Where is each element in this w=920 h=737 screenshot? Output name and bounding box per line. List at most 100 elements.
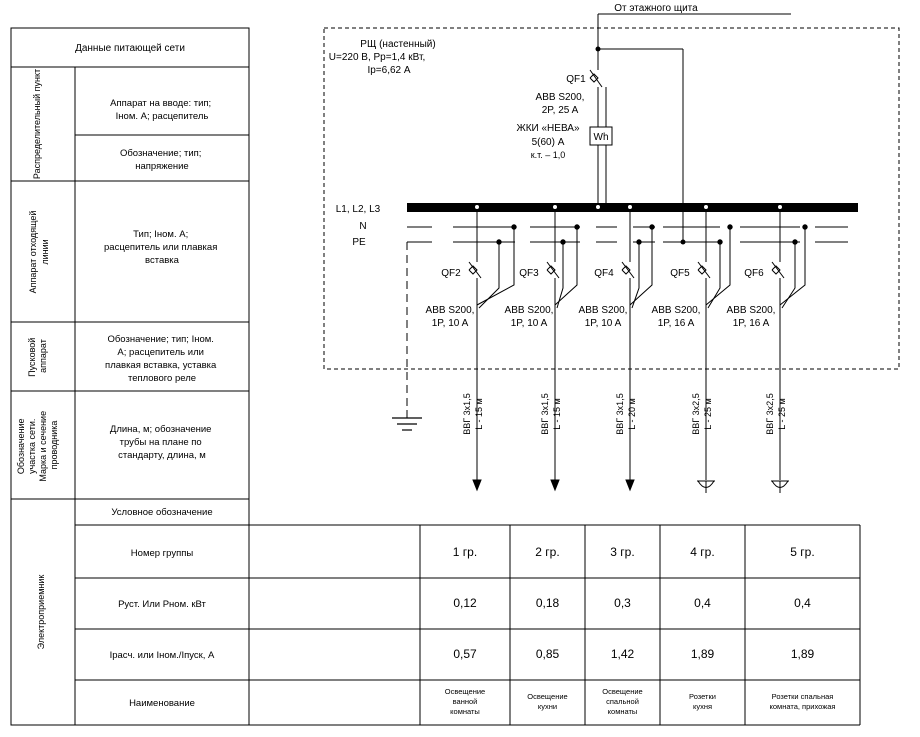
group-current: 0,57 bbox=[453, 647, 477, 661]
breaker-model: ABB S200, bbox=[426, 305, 475, 316]
breaker-rating: 1P, 16 A bbox=[733, 318, 770, 329]
feed-label: От этажного щита bbox=[614, 3, 698, 14]
panel-enclosure bbox=[323, 27, 900, 370]
meter-name: ЖКИ «НЕВА» bbox=[516, 123, 579, 134]
meter-leads bbox=[597, 145, 607, 207]
breaker-model: ABB S200, bbox=[505, 305, 554, 316]
earth-junction bbox=[717, 239, 723, 245]
earth-tap bbox=[556, 242, 564, 309]
row-starter-details-line4: теплового реле bbox=[128, 373, 196, 384]
group-current: 1,89 bbox=[791, 647, 815, 661]
panel-params: U=220 В, Рр=1,4 кВт, bbox=[329, 52, 425, 63]
bus-junction bbox=[552, 204, 558, 210]
group-name: кухня bbox=[693, 702, 712, 711]
cable-length: L - 25 м bbox=[703, 398, 713, 429]
breaker-model: ABB S200, bbox=[652, 305, 701, 316]
qf1-breaker-symbol bbox=[589, 69, 607, 127]
bus-earth-label: PE bbox=[352, 237, 366, 248]
row-outgoing-type-line3: вставка bbox=[145, 255, 180, 266]
meter-box bbox=[589, 126, 613, 146]
group-current: 0,85 bbox=[536, 647, 560, 661]
row-input-device-line1: Аппарат на вводе: тип; bbox=[110, 98, 211, 109]
cable-type: ВВГ 3х1,5 bbox=[540, 393, 550, 434]
trip-symbol bbox=[546, 265, 556, 275]
row-starter-details: Обозначение; тип; Iном. А; расцепитель и… bbox=[105, 334, 219, 384]
ground-icon bbox=[392, 417, 422, 431]
row-outgoing-type-line2: расцепитель или плавкая bbox=[104, 242, 217, 253]
group-power: 0,18 bbox=[536, 596, 560, 610]
row-length-pipe-line1: Длина, м; обозначение bbox=[110, 424, 212, 435]
breaker-rating: 1P, 16 A bbox=[658, 318, 695, 329]
meter-rating: 5(60) А bbox=[532, 137, 565, 148]
row-starter-details-line2: А; расцепитель или bbox=[117, 347, 204, 358]
panel-current: Iр=6,62 А bbox=[367, 65, 410, 76]
earth-tap bbox=[478, 242, 500, 309]
bus-junction bbox=[777, 204, 783, 210]
row-symbol: Условное обозначение bbox=[111, 507, 212, 518]
breaker-id: QF4 bbox=[594, 268, 614, 279]
section-starter-line1: Пусковой bbox=[27, 338, 37, 377]
group-name: Освещение bbox=[602, 687, 642, 696]
breaker-id: QF5 bbox=[670, 268, 690, 279]
bus-junction bbox=[474, 204, 480, 210]
lamp-arrow-icon bbox=[472, 479, 482, 492]
group-power: 0,12 bbox=[453, 596, 477, 610]
cable-type: ВВГ 3х2,5 bbox=[765, 393, 775, 434]
earth-junction bbox=[792, 239, 798, 245]
neutral-tap bbox=[629, 227, 653, 306]
feeder-2 bbox=[546, 204, 580, 492]
row-length-pipe-line3: стандарту, длина, м bbox=[118, 450, 206, 461]
section-line-section-line3: Марка и сечение bbox=[38, 411, 48, 482]
breaker-contact bbox=[468, 261, 482, 279]
breaker-model: ABB S200, bbox=[727, 305, 776, 316]
breaker-id: QF2 bbox=[441, 268, 461, 279]
breaker-id: QF6 bbox=[744, 268, 764, 279]
group-number: 4 гр. bbox=[690, 545, 714, 559]
earth-junction bbox=[560, 239, 566, 245]
bus-phases-label: L1, L2, L3 bbox=[336, 204, 381, 215]
neutral-junction bbox=[574, 224, 580, 230]
neutral-junction bbox=[511, 224, 517, 230]
neutral-tap bbox=[476, 227, 515, 306]
breaker-contact bbox=[771, 261, 785, 279]
section-line-section: Обозначение участка сети. Марка и сечени… bbox=[16, 408, 59, 481]
group-number: 2 гр. bbox=[535, 545, 559, 559]
breaker-id: QF3 bbox=[519, 268, 539, 279]
breaker-model: ABB S200, bbox=[579, 305, 628, 316]
lamp-arrow-icon bbox=[550, 479, 560, 492]
group-name: спальной bbox=[606, 697, 639, 706]
group-current: 1,89 bbox=[691, 647, 715, 661]
neutral-tap bbox=[705, 227, 731, 306]
row-outgoing-type: Тип; Iном. А; расцепитель или плавкая вс… bbox=[104, 229, 220, 266]
group-number: 3 гр. bbox=[610, 545, 634, 559]
section-line-section-line1: Обозначение bbox=[16, 418, 26, 474]
qf1-rating: 2P, 25 A bbox=[542, 105, 579, 116]
breaker-rating: 1P, 10 A bbox=[432, 318, 469, 329]
section-outgoing-device-line1: Аппарат отходящей bbox=[28, 211, 38, 294]
feeder-1 bbox=[468, 204, 517, 492]
feeder-5 bbox=[771, 204, 808, 493]
section-starter-line2: аппарат bbox=[38, 339, 48, 373]
group-name: ванной bbox=[453, 697, 478, 706]
bus-junction bbox=[627, 204, 633, 210]
group-number: 5 гр. bbox=[790, 545, 814, 559]
feed-junction bbox=[595, 46, 601, 52]
row-input-device: Аппарат на вводе: тип; Iном. А; расцепит… bbox=[110, 98, 214, 122]
feeder-4 bbox=[697, 204, 733, 493]
cable-type: ВВГ 3х1,5 bbox=[462, 393, 472, 434]
meter-accuracy: к.т. – 1,0 bbox=[531, 150, 566, 160]
row-designation-voltage: Обозначение; тип; напряжение bbox=[120, 148, 204, 172]
row-group-no: Номер группы bbox=[131, 548, 194, 559]
section-line-section-line4: проводника bbox=[49, 421, 59, 470]
cable-length: L - 15 м bbox=[474, 398, 484, 429]
neutral-junction bbox=[727, 224, 733, 230]
cable-length: L - 15 м bbox=[552, 398, 562, 429]
breaker-rating: 1P, 10 A bbox=[511, 318, 548, 329]
table-frame bbox=[10, 27, 861, 726]
row-designation-voltage-line1: Обозначение; тип; bbox=[120, 148, 201, 159]
row-starter-details-line3: плавкая вставка, уставка bbox=[105, 360, 217, 371]
busbar-junction-input bbox=[595, 204, 601, 210]
row-input-device-line2: Iном. А; расцепитель bbox=[116, 111, 209, 122]
